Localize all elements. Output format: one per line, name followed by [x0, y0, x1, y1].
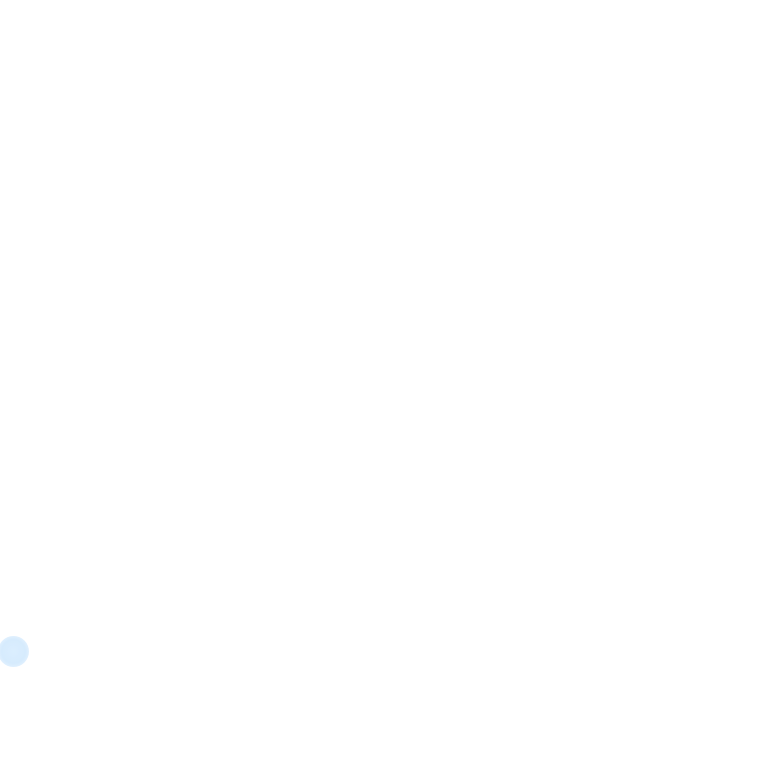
- cursor-indicator-dot: [0, 636, 29, 667]
